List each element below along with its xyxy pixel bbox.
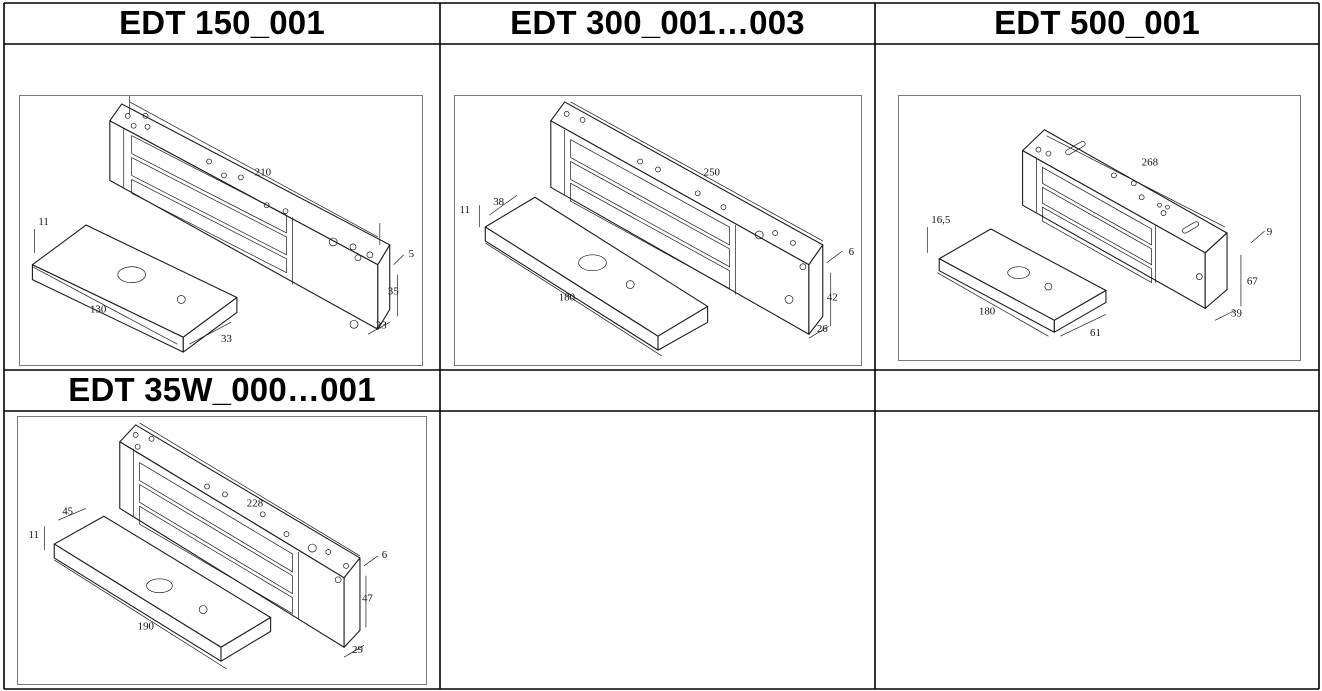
dim-plate-width: 38: [493, 196, 504, 208]
maglock-drawing: 268 16,5 180 61 9 67 39: [926, 129, 1272, 339]
dim-plate-width: 45: [62, 505, 73, 517]
dim-gap: 6: [382, 549, 388, 561]
dim-plate-thickness: 16,5: [931, 214, 951, 226]
dim-gap: 9: [1267, 226, 1272, 238]
header-label: EDT 300_001…003: [510, 4, 805, 41]
dim-plate-length: 180: [979, 305, 996, 317]
dim-gap: 6: [849, 246, 855, 258]
dim-depth: 26: [817, 323, 828, 335]
header-edt-500: EDT 500_001: [876, 4, 1318, 41]
drawing-edt-150: 210 11 130 33 5 35 23: [19, 95, 423, 366]
header-label: EDT 150_001: [119, 4, 325, 41]
maglock-drawing: 250 11 38 180 6 42 26: [459, 101, 855, 357]
dim-plate-length: 180: [559, 291, 576, 303]
maglock-drawing: 210 11 130 33 5 35 23: [31, 96, 415, 353]
dim-depth: 23: [376, 319, 387, 331]
dim-length: 250: [704, 166, 721, 178]
header-edt-35w: EDT 35W_000…001: [5, 371, 439, 408]
dim-length: 228: [247, 497, 264, 509]
dim-plate-length: 130: [90, 303, 107, 315]
dim-height: 47: [362, 593, 373, 605]
header-label: EDT 35W_000…001: [68, 371, 376, 408]
header-label: EDT 500_001: [994, 4, 1200, 41]
maglock-drawing: 228 11 45 190 6 47 29: [28, 422, 388, 670]
dim-plate-thickness: 11: [28, 529, 39, 541]
dim-plate-thickness: 11: [459, 204, 470, 216]
dim-plate-width: 33: [221, 333, 232, 345]
dim-plate-length: 190: [138, 620, 155, 632]
drawing-edt-500: 268 16,5 180 61 9 67 39: [898, 95, 1301, 361]
dim-plate-width: 61: [1090, 327, 1101, 339]
header-edt-300: EDT 300_001…003: [441, 4, 874, 41]
dim-length: 268: [1142, 156, 1159, 168]
dim-gap: 5: [409, 248, 415, 260]
dim-height: 42: [827, 291, 838, 303]
dim-depth: 39: [1231, 307, 1242, 319]
header-edt-150: EDT 150_001: [5, 4, 439, 41]
dim-depth: 29: [352, 644, 363, 656]
dim-plate-thickness: 11: [38, 216, 49, 228]
drawing-edt-300: 250 11 38 180 6 42 26: [454, 95, 862, 366]
dim-height: 67: [1247, 276, 1258, 288]
dim-height: 35: [388, 286, 399, 298]
dim-length: 210: [255, 166, 272, 178]
drawing-edt-35w: 228 11 45 190 6 47 29: [17, 416, 427, 685]
